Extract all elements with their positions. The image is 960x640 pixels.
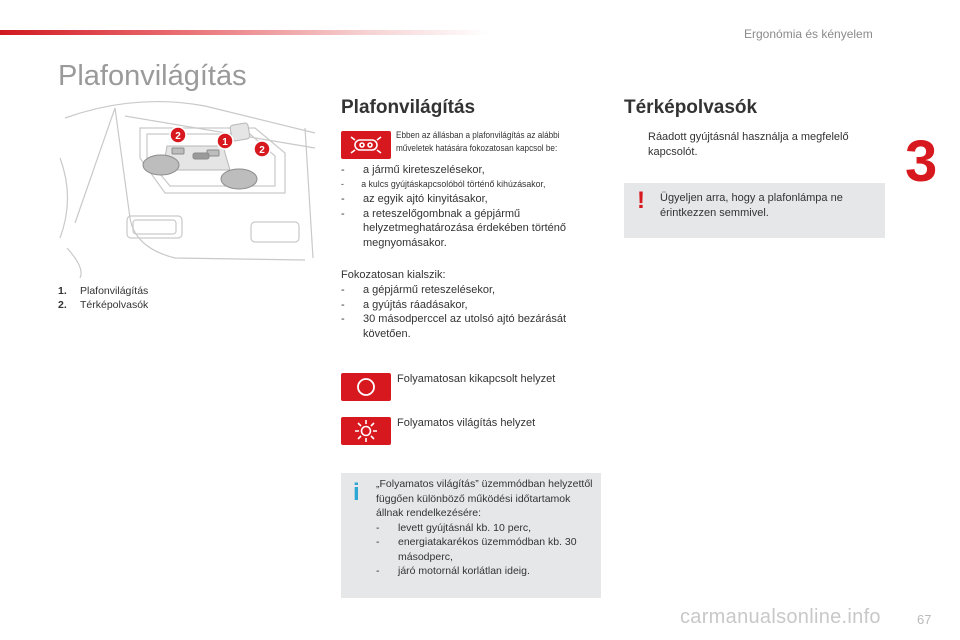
mode-off-text: Folyamatosan kikapcsolt helyzet bbox=[397, 373, 556, 385]
on-conditions-list: -a jármű kireteszelésekor, -a kulcs gyúj… bbox=[341, 163, 593, 250]
chapter-title: Ergonómia és kényelem bbox=[744, 27, 873, 41]
section-heading-terkep: Térképolvasók bbox=[624, 97, 758, 118]
list-item: -energiatakarékos üzemmódban kb. 30 máso… bbox=[376, 536, 577, 563]
list-item: -levett gyújtásnál kb. 10 perc, bbox=[376, 521, 532, 534]
list-item: -a gyújtás ráadásakor, bbox=[341, 298, 468, 311]
info-icon: i bbox=[353, 479, 360, 506]
door-light-icon bbox=[341, 131, 391, 159]
callout-2-left: 2 bbox=[175, 131, 181, 142]
list-item: -30 másodperccel az utolsó ajtó bezárásá… bbox=[341, 313, 567, 340]
figure-legend: 1.Plafonvilágítás 2.Térképolvasók bbox=[58, 284, 148, 312]
callout-badge: 2 bbox=[253, 140, 271, 158]
watermark: carmanualsonline.info bbox=[680, 606, 881, 628]
callout-badge: 1 bbox=[216, 132, 234, 150]
callout-badge: 2 bbox=[169, 126, 187, 144]
legend-item: 1.Plafonvilágítás bbox=[58, 285, 149, 297]
circle-off-icon bbox=[341, 373, 391, 401]
page-number: 67 bbox=[917, 612, 932, 627]
off-title: Fokozatosan kialszik: bbox=[341, 269, 446, 281]
list-item: -a gépjármű reteszelésekor, bbox=[341, 284, 496, 296]
info-text: „Folyamatos világítás” üzemmódban helyze… bbox=[376, 478, 593, 519]
list-item: -járó motornál korlátlan ideig. bbox=[376, 565, 530, 577]
info-list: -levett gyújtásnál kb. 10 perc, -energia… bbox=[376, 521, 596, 579]
list-item: -a jármű kireteszelésekor, bbox=[341, 164, 485, 176]
warning-icon: ! bbox=[637, 187, 645, 214]
list-item: -a kulcs gyújtáskapcsolóból történő kihú… bbox=[341, 178, 546, 190]
warning-box: ! Ügyeljen arra, hogy a plafonlámpa ne é… bbox=[624, 183, 885, 238]
mode-on-text: Folyamatos világítás helyzet bbox=[397, 417, 536, 429]
off-conditions-list: -a gépjármű reteszelésekor, -a gyújtás r… bbox=[341, 283, 608, 341]
page-title: Plafonvilágítás bbox=[58, 60, 247, 92]
ceiling-light-illustration: 2 1 2 bbox=[59, 100, 316, 278]
callout-2-right: 2 bbox=[259, 145, 265, 156]
info-box: i „Folyamatos világítás” üzemmódban hely… bbox=[341, 473, 601, 598]
warning-text: Ügyeljen arra, hogy a plafonlámpa ne éri… bbox=[660, 192, 843, 219]
header-accent-bar bbox=[0, 30, 490, 35]
legend-item: 2.Térképolvasók bbox=[58, 299, 149, 311]
list-item: -a reteszelőgombnak a gépjármű helyzetme… bbox=[341, 207, 567, 249]
sun-light-icon bbox=[341, 417, 391, 445]
plafon-intro: Ebben az állásban a plafonvilágítás az a… bbox=[396, 130, 560, 154]
callout-1: 1 bbox=[222, 137, 228, 148]
chapter-number: 3 bbox=[905, 129, 938, 194]
list-item: -az egyik ajtó kinyitásakor, bbox=[341, 193, 488, 205]
section-heading-plafon: Plafonvilágítás bbox=[341, 97, 476, 118]
